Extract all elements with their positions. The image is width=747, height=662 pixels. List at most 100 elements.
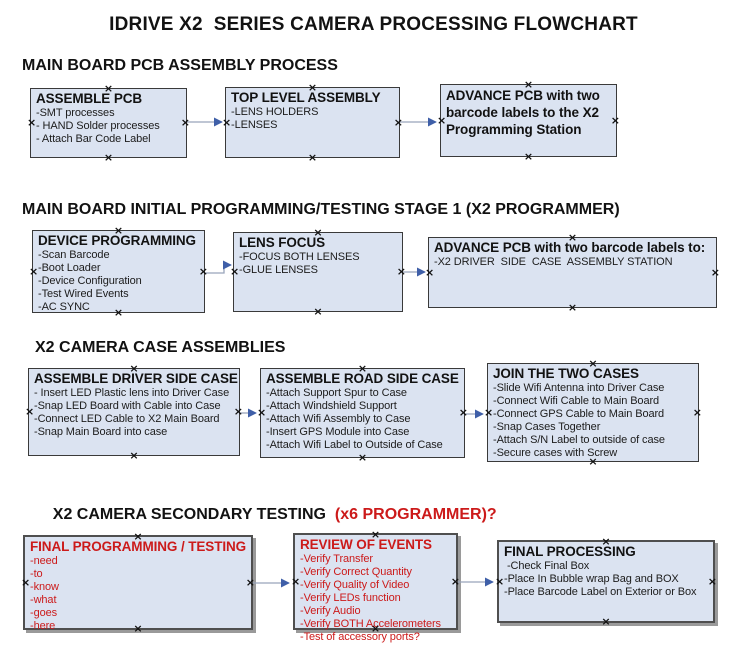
connection-point-icon: × — [567, 231, 578, 244]
box-item: -Attach Windshield Support — [266, 400, 397, 412]
connection-point-icon: × — [370, 528, 381, 541]
connection-point-icon: × — [103, 82, 114, 95]
flow-box-lens-focus: LENS FOCUS -FOCUS BOTH LENSES-GLUE LENSE… — [230, 227, 406, 317]
box-item: -X2 DRIVER SIDE CASE ASSEMBLY STATION — [434, 256, 673, 268]
box-item: -GLUE LENSES — [239, 264, 318, 276]
box-items: - Insert LED Plastic lens into Driver Ca… — [34, 387, 234, 439]
section-heading-initial-programming: MAIN BOARD INITIAL PROGRAMMING/TESTING S… — [22, 201, 620, 218]
section-heading-secondary-testing-red: (x6 PROGRAMMER)? — [334, 506, 497, 523]
box-title: DEVICE PROGRAMMING — [38, 233, 196, 248]
box-item: -Device Configuration — [38, 275, 142, 287]
box-title: FINAL PROGRAMMING / TESTING — [30, 539, 247, 554]
connection-point-icon: × — [523, 78, 534, 91]
connection-point-icon: × — [710, 265, 720, 279]
box-item: -LENS HOLDERS — [231, 106, 319, 118]
flow-box-assemble-road-side-case: ASSEMBLE ROAD SIDE CASE -Attach Support … — [257, 363, 468, 463]
box-item: -FOCUS BOTH LENSES — [239, 251, 360, 263]
box-item: -Snap LED Board with Cable into Case — [34, 400, 221, 412]
connection-point-icon: × — [313, 305, 323, 318]
connection-point-icon: × — [357, 451, 368, 464]
box-title: ASSEMBLE DRIVER SIDE CASE — [34, 371, 238, 386]
box-item: -to — [30, 568, 43, 580]
box-item: -here — [30, 620, 56, 632]
box-item: -Slide Wifi Antenna into Driver Case — [493, 382, 665, 394]
flow-box-top-level-assembly: TOP LEVEL ASSEMBLY -LENS HOLDERS-LENSES … — [222, 82, 403, 163]
box-items: -X2 DRIVER SIDE CASE ASSEMBLY STATION — [434, 256, 711, 269]
connection-point-icon: × — [133, 530, 143, 543]
connection-point-icon: × — [129, 449, 139, 462]
connection-point-icon: × — [245, 575, 255, 589]
box-item: - Insert LED Plastic lens into Driver Ca… — [34, 387, 230, 399]
box-title: ASSEMBLE ROAD SIDE CASE — [266, 371, 459, 386]
flow-box-review-of-events: REVIEW OF EVENTS -Verify Transfer-Verify… — [291, 528, 460, 643]
box-item: -Snap Cases Together — [493, 421, 601, 433]
section-heading-secondary-testing: X2 CAMERA SECONDARY TESTING (x6 PROGRAMM… — [35, 488, 497, 542]
box-item: -Boot Loader — [38, 262, 101, 274]
connection-point-icon: × — [29, 264, 39, 278]
connection-point-icon: × — [692, 405, 702, 419]
connection-point-icon: × — [257, 406, 267, 420]
flow-box-device-programming: DEVICE PROGRAMMING -Scan Barcode-Boot Lo… — [29, 225, 208, 318]
connection-point-icon: × — [425, 265, 435, 279]
connection-point-icon: × — [113, 224, 124, 237]
box-item: - HAND Solder processes — [36, 120, 160, 132]
box-item: -Attach Wifi Assembly to Case — [266, 413, 411, 425]
box-item: -goes — [30, 607, 58, 619]
connection-point-icon: × — [370, 622, 381, 635]
connection-point-icon: × — [601, 615, 611, 628]
box-item: -Verify Quality of Video — [300, 579, 410, 591]
box-item: -what — [30, 594, 57, 606]
flow-box-final-programming-testing: FINAL PROGRAMMING / TESTING -need-to-kno… — [21, 530, 255, 635]
box-item: -Scan Barcode — [38, 249, 110, 261]
box-items: -FOCUS BOTH LENSES-GLUE LENSES — [239, 251, 397, 277]
box-item: -Check Final Box — [504, 560, 590, 572]
connection-point-icon: × — [222, 115, 232, 129]
box-items: -Check Final Box-Place In Bubble wrap Ba… — [504, 560, 708, 599]
connection-point-icon: × — [133, 622, 143, 635]
connection-point-icon: × — [230, 265, 240, 279]
box-items: -Attach Support Spur to Case-Attach Wind… — [266, 387, 459, 452]
connection-point-icon: × — [27, 116, 37, 130]
flow-box-join-the-two-cases: JOIN THE TWO CASES -Slide Wifi Antenna i… — [484, 358, 702, 467]
box-item: -AC SYNC — [38, 301, 90, 313]
box-item: -LENSES — [231, 119, 278, 131]
box-item: -Place In Bubble wrap Bag and BOX — [504, 573, 679, 585]
box-item: -Snap Main Board into case — [34, 426, 168, 438]
box-title: TOP LEVEL ASSEMBLY — [231, 90, 381, 105]
connection-point-icon: × — [437, 113, 447, 127]
section-heading-case-assemblies: X2 CAMERA CASE ASSEMBLIES — [35, 339, 286, 356]
flow-box-advance-pcb-to-programming-station: ADVANCE PCB with two barcode labels to t… — [437, 79, 620, 162]
connection-point-icon: × — [610, 113, 620, 127]
box-item: -Verify BOTH Accelerometers — [300, 618, 441, 630]
box-title: ASSEMBLE PCB — [36, 91, 143, 106]
box-items: -Scan Barcode-Boot Loader-Device Configu… — [38, 249, 199, 314]
connection-point-icon: × — [450, 574, 460, 588]
box-item: - Attach Bar Code Label — [36, 133, 151, 145]
box-title: ADVANCE PCB with two barcode labels to t… — [446, 88, 600, 137]
connection-point-icon: × — [588, 357, 598, 370]
connection-point-icon: × — [103, 151, 114, 164]
box-item: -Test of accessory ports? — [300, 631, 420, 643]
connection-point-icon: × — [357, 362, 368, 375]
flow-box-assemble-pcb: ASSEMBLE PCB -SMT processes- HAND Solder… — [27, 83, 190, 163]
box-title: FINAL PROCESSING — [504, 544, 636, 559]
box-item: -Verify LEDs function — [300, 592, 401, 604]
connection-point-icon: × — [307, 81, 318, 94]
flow-box-advance-pcb-to-driver-side-station: ADVANCE PCB with two barcode labels to: … — [425, 232, 720, 313]
connection-point-icon: × — [233, 405, 243, 419]
box-item: -need — [30, 555, 58, 567]
box-title: ADVANCE PCB with two barcode labels to: — [434, 240, 706, 255]
connection-point-icon: × — [588, 455, 598, 468]
connection-point-icon: × — [180, 116, 190, 130]
connection-point-icon: × — [307, 151, 318, 164]
box-item: -Attach Support Spur to Case — [266, 387, 407, 399]
connection-point-icon: × — [396, 265, 406, 279]
connection-point-icon: × — [458, 406, 468, 420]
box-title: REVIEW OF EVENTS — [300, 537, 432, 552]
box-items: -SMT processes- HAND Solder processes- A… — [36, 107, 181, 146]
connection-point-icon: × — [129, 362, 139, 375]
box-item: -Verify Transfer — [300, 553, 373, 565]
box-item: -Verify Correct Quantity — [300, 566, 412, 578]
connection-point-icon: × — [393, 115, 403, 129]
box-item: -Connect LED Cable to X2 Main Board — [34, 413, 220, 425]
